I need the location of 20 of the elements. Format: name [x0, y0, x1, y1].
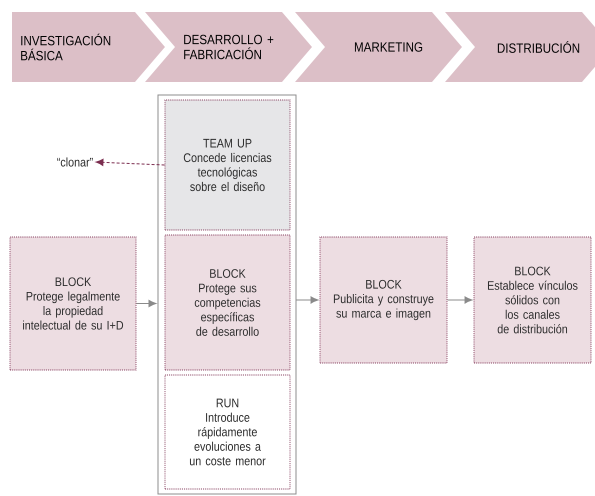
strategy-box: BLOCK Publicita y construye su marca e imagen [320, 236, 448, 364]
arrow [96, 158, 166, 166]
node-label: INVESTIGACIÓN BÁSICA [21, 34, 110, 60]
column-frame [158, 94, 296, 494]
chevron-step: INVESTIGACIÓN BÁSICA [12, 12, 165, 82]
node-label: DISTRIBUCIÓN [498, 41, 580, 53]
strategy-box: BLOCK Protege sus competencias específicas de desarrollo [164, 234, 290, 370]
chevron-step: DISTRIBUCIÓN [445, 12, 595, 82]
node-label: DESARROLLO + FABRICACIÓN [184, 34, 274, 60]
chevron-step: MARKETING [295, 12, 462, 82]
arrow [446, 296, 472, 304]
arrow [136, 300, 156, 308]
chevron-step: DESARROLLO + FABRICACIÓN [145, 12, 312, 82]
note-text: “clonar” [57, 157, 93, 167]
arrow [296, 296, 318, 304]
strategy-box: TEAM UP Concede licencias tecnológicas sobre el diseño [164, 100, 290, 230]
strategy-box: BLOCK Protege legalmente la propiedad intelectual de su I+D [10, 236, 136, 370]
node-label: MARKETING [354, 42, 422, 52]
strategy-box: BLOCK Establece vínculos sólidos con los canales de distribución [474, 236, 592, 364]
strategy-box: RUN Introduce rápidamente evoluciones a un coste menor [164, 374, 290, 490]
